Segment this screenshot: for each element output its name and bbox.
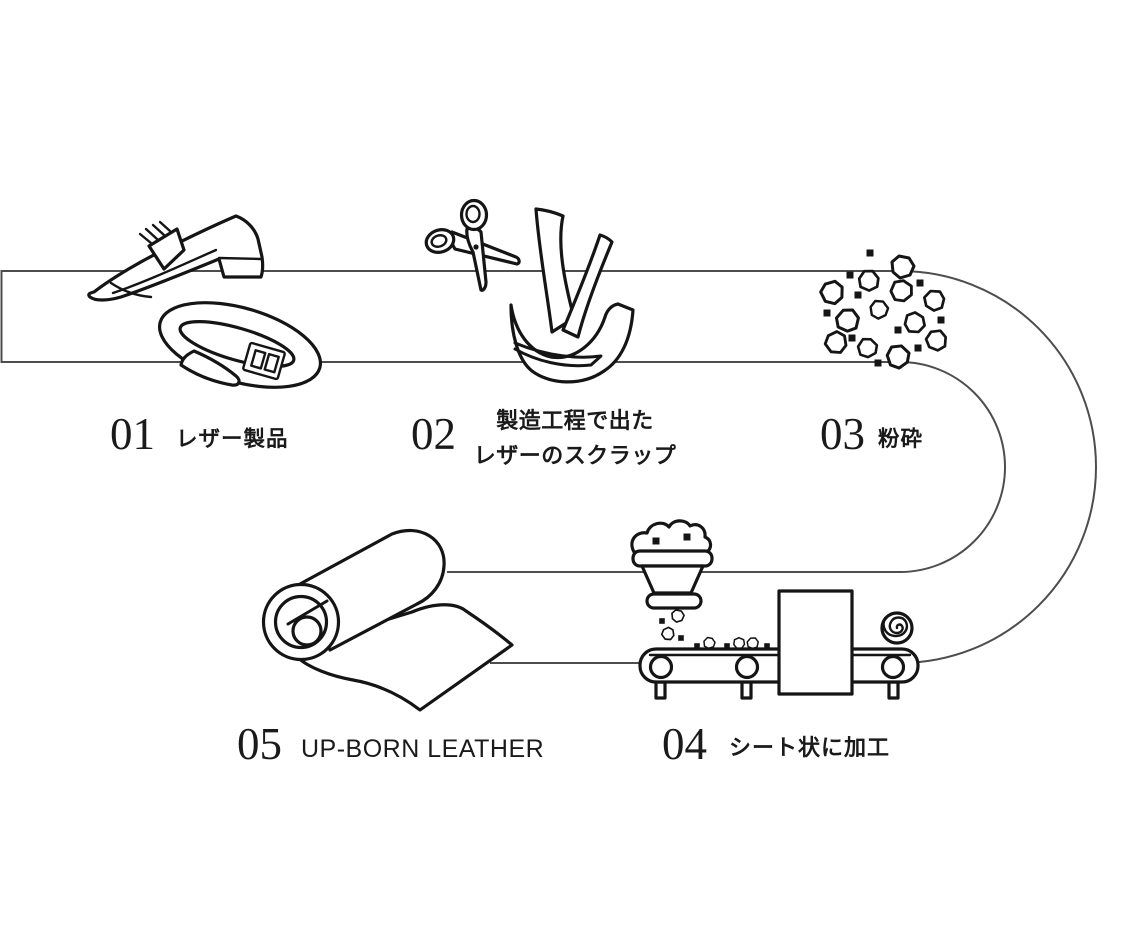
scissors-icon: [424, 198, 521, 292]
shoe-laces: [138, 220, 172, 245]
step-2-number: 02: [411, 409, 456, 459]
step-1-label: レザー製品: [176, 427, 289, 452]
step-5-label: UP-BORN LEATHER: [301, 735, 545, 763]
leather-roll-icon: [261, 528, 446, 662]
rolled-sheet-spiral-icon: [880, 611, 914, 645]
step-3-label: 粉砕: [878, 427, 924, 452]
crushed-particles-icon: [817, 249, 949, 373]
step-4-label: シート状に加工: [729, 736, 891, 761]
step-1-number: 01: [110, 409, 155, 459]
step-4-number: 04: [662, 719, 707, 769]
belt-buckle: [242, 341, 286, 381]
step-3-number: 03: [820, 409, 865, 459]
flow-band: [0, 270, 1097, 664]
dress-shoe-icon: [87, 214, 265, 302]
press-machine-icon: [777, 589, 854, 696]
step-2-label-line-2: レザーのスクラップ: [473, 444, 677, 469]
step-5-number: 05: [237, 719, 282, 769]
falling-particles-icon: [659, 609, 770, 652]
step-2-label: 製造工程で出た レザーのスクラップ: [470, 404, 680, 474]
leather-scraps-icon: [509, 207, 635, 384]
step-2-label-line-1: 製造工程で出た: [496, 409, 654, 434]
hopper-icon: [630, 519, 714, 610]
belt-icon: [157, 301, 323, 389]
